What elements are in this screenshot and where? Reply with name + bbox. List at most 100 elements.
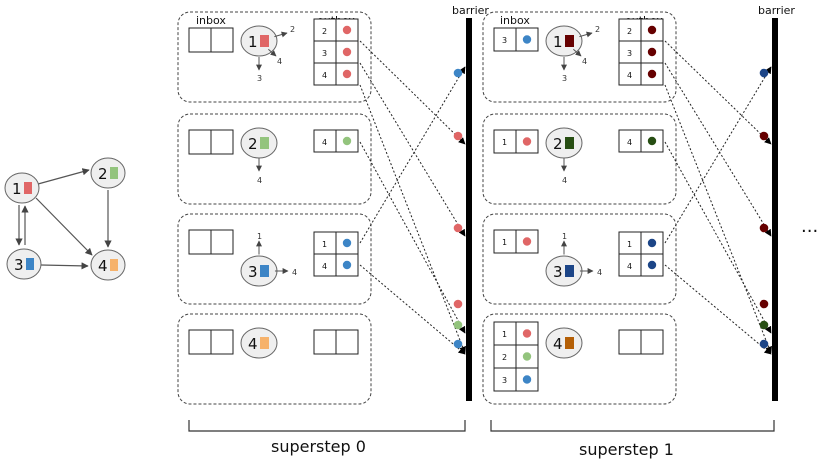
vertex-node (545, 255, 583, 287)
vertex-value-swatch (565, 137, 574, 149)
inbox-msg-dot (522, 137, 532, 146)
vertex-node (240, 255, 278, 287)
vertex-node (240, 127, 278, 159)
vertex-panel (177, 213, 372, 305)
vertex-out-edge (274, 31, 288, 38)
outbox-msg-dot (342, 47, 352, 57)
inbox-cell-a (188, 329, 212, 355)
vertex-out-edge (579, 31, 593, 38)
graph-node-4: 4 (90, 249, 126, 281)
message-path-1-to-2 (664, 40, 772, 145)
inbox-id-label: 1 (502, 330, 507, 339)
message-dot-from-2 (453, 320, 463, 330)
inbox-id-label: 3 (502, 376, 507, 385)
vertex-value-swatch (260, 35, 269, 47)
inbox-id-label: 1 (502, 138, 507, 147)
message-path-1-to-4 (359, 84, 466, 354)
message-path-2-to-4 (359, 141, 466, 334)
vertex-out-edge (268, 48, 277, 57)
vertex-id-label: 1 (248, 33, 258, 51)
superstep-0-vertex-4: 4 (177, 313, 372, 405)
outbox-id-label: 2 (627, 27, 632, 36)
message-dot-from-3 (759, 339, 769, 349)
outbox-cell-a (313, 329, 337, 355)
vertex-value-swatch (260, 137, 269, 149)
outbox-id-label: 3 (627, 49, 632, 58)
vertex-panel (482, 11, 677, 103)
message-dot-from-3 (453, 68, 463, 78)
vertex-out-edge-target: 2 (595, 25, 600, 34)
superstep-0-brace (188, 420, 466, 432)
vertex-value-swatch (260, 337, 269, 349)
inbox-id-label: 2 (502, 353, 507, 362)
vertex-panel (482, 113, 677, 205)
barrier-1 (772, 18, 778, 401)
message-path-1-to-3 (664, 62, 772, 237)
message-dot-from-3 (453, 339, 463, 349)
vertex-id-label: 2 (553, 135, 563, 153)
inbox-cell-a (188, 27, 212, 53)
outbox-cell-b (640, 329, 664, 355)
inbox-msg-dot (522, 237, 532, 246)
vertex-id-label: 4 (248, 335, 258, 353)
inbox-msg-dot (522, 375, 532, 384)
vertex-out-edge-target: 4 (597, 268, 602, 277)
outbox-msg-dot (342, 69, 352, 79)
outbox-msg-dot (647, 25, 657, 35)
outbox-msg-dot (342, 136, 352, 146)
graph-node-1: 1 (4, 172, 40, 204)
outbox-id-label: 4 (322, 262, 327, 271)
inbox-cell-b (210, 229, 234, 255)
superstep-0-label: superstep 0 (271, 437, 366, 456)
inbox-cell-b (210, 329, 234, 355)
svg-text:1: 1 (12, 180, 22, 198)
message-layer (359, 40, 772, 355)
message-dot-from-2 (759, 320, 769, 330)
message-path-3-to-1 (359, 66, 466, 244)
outbox-id-label: 4 (627, 71, 632, 80)
inbox-id-label: 1 (502, 238, 507, 247)
vertex-node (545, 25, 583, 57)
svg-text:4: 4 (98, 257, 108, 275)
graph-edge-1-2 (37, 168, 90, 185)
vertex-id-label: 3 (248, 263, 258, 281)
superstep-1-label: superstep 1 (579, 440, 674, 459)
ellipsis: ... (801, 216, 818, 237)
message-path-3-to-4 (664, 264, 772, 355)
outbox-id-label: 3 (322, 49, 327, 58)
graph-edge-3-4 (40, 262, 89, 270)
vertex-out-edge (573, 48, 582, 57)
vertex-panel (177, 11, 372, 103)
vertex-out-edge-target: 3 (562, 74, 567, 83)
vertex-panel (177, 313, 372, 405)
inbox-cell-a (188, 229, 212, 255)
outbox-cell-b (335, 329, 359, 355)
outbox-msg-dot (342, 25, 352, 35)
outbox-cell-a (618, 329, 642, 355)
message-dot-from-1 (759, 131, 769, 141)
vertex-out-edge-target: 4 (292, 268, 297, 277)
outbox-msg-dot (647, 69, 657, 79)
outbox-msg-dot (647, 136, 657, 146)
vertex-value-swatch (260, 265, 269, 277)
message-path-2-to-4 (664, 141, 772, 334)
vertex-out-edge-target: 2 (290, 25, 295, 34)
svg-text:3: 3 (14, 256, 24, 274)
vertex-node (545, 327, 583, 359)
vertex-out-edge-target: 3 (257, 74, 262, 83)
outbox-id-label: 4 (627, 262, 632, 271)
outbox-id-label: 4 (322, 138, 327, 147)
outbox-msg-dot (647, 238, 657, 248)
vertex-id-label: 3 (553, 263, 563, 281)
superstep-1-brace (490, 420, 775, 432)
inbox-header-s0: inbox (196, 14, 226, 27)
message-dot-from-1 (759, 223, 769, 233)
